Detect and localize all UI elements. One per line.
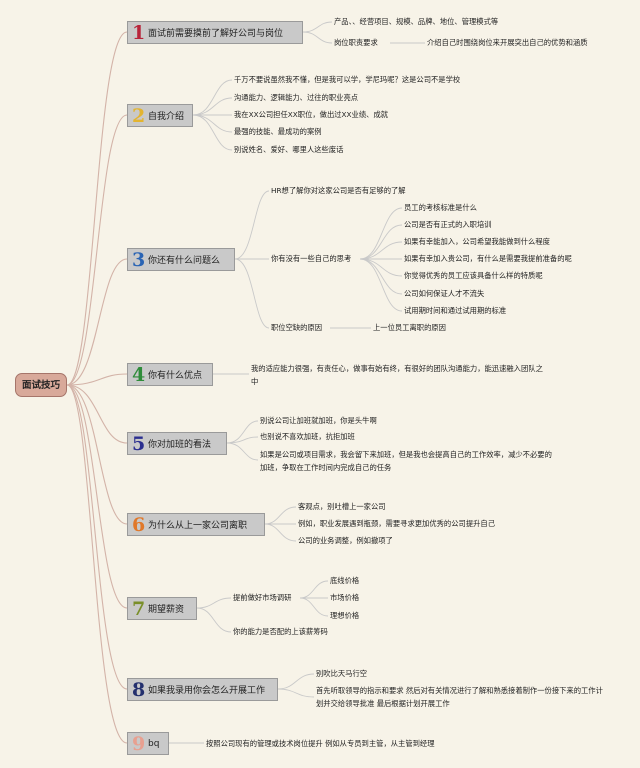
link-root-topic-9 <box>66 384 128 744</box>
topic-6: 6 为什么从上一家公司离职 <box>127 513 265 536</box>
leaf: 别吹比天马行空 <box>316 669 368 678</box>
leaf: 底线价格 <box>330 576 360 585</box>
topic-7: 7 期望薪资 <box>127 597 197 620</box>
leaf: 你有没有一些自己的思考 <box>271 254 352 263</box>
leaf: 也别说不喜欢加班，抗拒加班 <box>260 432 355 441</box>
leaf: 例如，职业发展遇到瓶颈，需要寻求更加优秀的公司提升自己 <box>298 519 496 528</box>
link-root-topic-5 <box>66 384 128 444</box>
topic-label: bq <box>148 738 160 749</box>
leaf: 公司是否有正式的入职培训 <box>404 220 492 229</box>
leaf: 别说公司让加班就加班，你是头牛啊 <box>260 416 377 425</box>
leaf: 员工的考核标准是什么 <box>404 203 477 212</box>
link-root-topic-7 <box>66 384 128 609</box>
leaf: 提前做好市场调研 <box>233 593 292 602</box>
leaf: 沟通能力、逻辑能力、过往的职业亮点 <box>234 93 359 102</box>
leaf: 千万不要说虽然我不懂，但是我可以学，学尼玛呢？这是公司不是学校 <box>234 75 461 84</box>
topic-number: 1 <box>132 21 146 44</box>
topic-4: 4 你有什么优点 <box>127 363 213 386</box>
topic-number: 2 <box>132 104 146 127</box>
topic-number: 6 <box>132 513 146 536</box>
leaf: 职位空缺的原因 <box>271 323 323 332</box>
topic-label: 如果我录用你会怎么开展工作 <box>148 686 266 696</box>
leaf: 公司的业务调整，例如撤项了 <box>298 536 393 545</box>
leaf: 试用期时间和通过试用期的标准 <box>404 306 507 315</box>
leaf: 我在XX公司担任XX职位，做出过XX业绩、成就 <box>234 110 389 119</box>
link-root-topic-4 <box>66 373 128 386</box>
topic-number: 3 <box>132 248 146 271</box>
leaf: 别说姓名、爱好、哪里人这些废话 <box>234 145 344 154</box>
topic-number: 5 <box>132 432 146 455</box>
leaf: 我的适应能力很强，有责任心，做事有始有终，有很好的团队沟通能力，能迅速融入团队之… <box>251 364 543 386</box>
topic-label: 期望薪资 <box>148 605 185 615</box>
link-root-topic-6 <box>66 384 128 525</box>
topic-5: 5 你对加班的看法 <box>127 432 227 455</box>
link-root-topic-3 <box>66 258 128 386</box>
topic-8: 8 如果我录用你会怎么开展工作 <box>127 678 278 701</box>
topic-number: 8 <box>132 678 146 701</box>
leaf: 最强的技能、最成功的案例 <box>234 127 322 136</box>
leaf: HR想了解你对这家公司是否有足够的了解 <box>271 186 406 195</box>
link-root-topic-8 <box>66 384 128 690</box>
leaf: 你觉得优秀的员工应该具备什么样的特质呢 <box>404 271 543 280</box>
link-root-topic-2 <box>66 114 128 386</box>
leaf: 岗位职责要求 <box>334 38 378 47</box>
leaf: 按照公司现有的管理或技术岗位提升 例如从专员到主管，从主管到经理 <box>206 739 435 748</box>
leaf: 市场价格 <box>330 593 360 602</box>
topic-number: 4 <box>132 363 146 386</box>
root-node: 面试技巧 <box>15 373 67 397</box>
topic-number: 9 <box>132 732 146 755</box>
leaf: 你的能力是否配的上该薪筹码 <box>233 627 328 636</box>
leaf: 如果有幸能加入，公司希望我能做到什么程度 <box>404 237 550 246</box>
leaf: 如果是公司或项目需求，我会留下来加班，但是我也会提高自己的工作效率，减少不必要的… <box>260 450 552 472</box>
topic-label: 自我介绍 <box>148 112 185 122</box>
leaf: 公司如何保证人才不流失 <box>404 289 485 298</box>
topic-label: 你对加班的看法 <box>148 440 212 450</box>
leaf: 介绍自己时围绕岗位来开展突出自己的优势和涵质 <box>427 38 588 47</box>
leaf: 首先听取领导的指示和要求 然后对有关情况进行了解和熟悉接着制作一份接下来的工作计… <box>316 686 603 708</box>
topic-1: 1 面试前需要摸前了解好公司与岗位 <box>127 21 303 44</box>
leaf: 理想价格 <box>330 611 360 620</box>
topic-label: 为什么从上一家公司离职 <box>148 521 248 531</box>
topic-number: 7 <box>132 597 146 620</box>
link-root-topic-1 <box>66 31 128 386</box>
leaf: 客观点，别吐槽上一家公司 <box>298 502 386 511</box>
leaf: 如果有幸加入贵公司，有什么是需要我提前准备的呢 <box>404 254 572 263</box>
topic-label: 你有什么优点 <box>148 371 203 381</box>
topic-9: 9 bq <box>127 732 169 755</box>
topic-label: 面试前需要摸前了解好公司与岗位 <box>148 29 284 39</box>
topic-label: 你还有什么问题么 <box>148 256 221 266</box>
topic-3: 3 你还有什么问题么 <box>127 248 235 271</box>
leaf: 上一位员工离职的原因 <box>373 323 446 332</box>
topic-2: 2 自我介绍 <box>127 104 193 127</box>
leaf: 产品、、经营项目、规模、品牌、地位、管理模式等 <box>334 17 499 26</box>
